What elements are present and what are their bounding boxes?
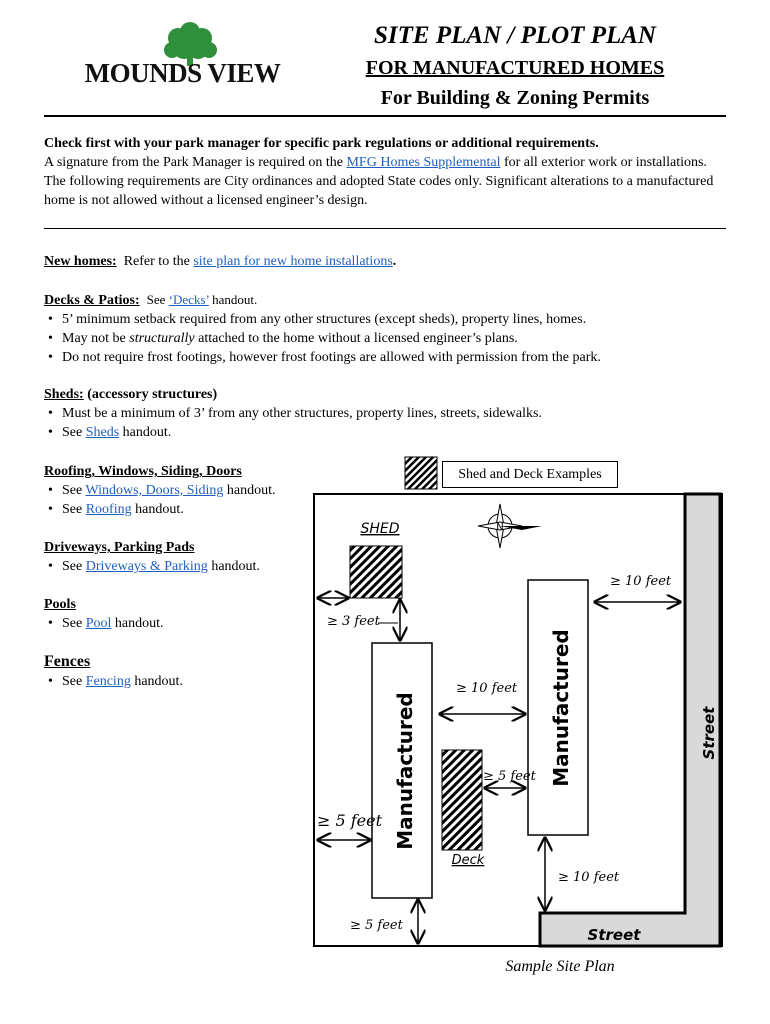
list-item: See Sheds handout. <box>48 423 726 442</box>
page-subtitle: FOR MANUFACTURED HOMES <box>365 57 665 79</box>
deck-block <box>441 749 483 851</box>
dim-label-5-bottom: ≥ 5 feet <box>350 918 404 933</box>
page-title: SITE PLAN / PLOT PLAN <box>374 22 656 49</box>
pools-section: Pools See Pool handout. <box>44 595 314 633</box>
fences-heading: Fences <box>44 653 91 670</box>
intro-text-rest: for all exterior work or installations. … <box>44 155 714 208</box>
dim-label-3: ≥ 3 feet <box>327 614 381 629</box>
roofing-link[interactable]: Roofing <box>85 502 132 517</box>
decks-link[interactable]: ‘Decks’ <box>168 292 209 307</box>
new-homes-section: New homes: Refer to the site plan for ne… <box>44 252 726 271</box>
roofing-section: Roofing, Windows, Siding, Doors See Wind… <box>44 462 314 519</box>
diagram-caption: Sample Site Plan <box>505 958 615 975</box>
shed-label: SHED <box>360 521 399 537</box>
mounds-view-logo: MOUNDS VIEW <box>60 18 305 93</box>
list-item: See Fencing handout. <box>48 672 314 691</box>
dim-label-5-deck: ≥ 5 feet <box>483 769 537 784</box>
dim-label-10-bottom: ≥ 10 feet <box>558 870 620 885</box>
decks-after: handout. <box>208 292 258 307</box>
street-label-vertical: Street <box>700 706 718 760</box>
page-subtitle-2: For Building & Zoning Permits <box>380 87 650 109</box>
driveways-section: Driveways, Parking Pads See Driveways & … <box>44 538 314 576</box>
new-home-site-plan-link[interactable]: site plan for new home installations <box>193 254 393 269</box>
dim-label-10-mid: ≥ 10 feet <box>456 681 518 696</box>
header-rule <box>44 115 726 117</box>
street <box>538 492 722 948</box>
pools-heading: Pools <box>44 597 76 612</box>
manufactured-home-left <box>371 642 433 899</box>
driveways-heading: Driveways, Parking Pads <box>44 540 195 555</box>
list-item: 5’ minimum setback required from any oth… <box>48 310 734 329</box>
list-item: See Windows, Doors, Siding handout. <box>48 481 314 500</box>
fences-section: Fences See Fencing handout. <box>44 652 314 691</box>
mfg-supplemental-link[interactable]: MFG Homes Supplemental <box>346 155 501 170</box>
section-divider <box>44 228 726 229</box>
sheds-section: Sheds: (accessory structures) Must be a … <box>44 385 726 442</box>
roofing-heading: Roofing, Windows, Siding, Doors <box>44 464 242 479</box>
street-label-horizontal: Street <box>588 926 642 944</box>
new-homes-heading: New homes: <box>44 254 117 269</box>
home-label-left: Manufactured <box>393 692 417 849</box>
new-homes-period: . <box>392 254 397 269</box>
driveways-link[interactable]: Driveways & Parking <box>85 559 208 574</box>
list-item: Must be a minimum of 3’ from any other s… <box>48 404 726 423</box>
fencing-link[interactable]: Fencing <box>85 674 131 689</box>
list-item: See Pool handout. <box>48 614 314 633</box>
decks-see: See <box>146 292 169 307</box>
intro-paragraph: Check first with your park manager for s… <box>44 134 726 210</box>
dim-label-10-top: ≥ 10 feet <box>610 574 672 589</box>
new-homes-text: Refer to the <box>123 254 194 269</box>
shed-block <box>349 545 403 599</box>
windows-doors-siding-link[interactable]: Windows, Doors, Siding <box>85 483 224 498</box>
legend-label: Shed and Deck Examples <box>442 461 618 488</box>
sheds-heading: Sheds: <box>44 387 84 402</box>
tree-icon <box>164 22 217 66</box>
sheds-link[interactable]: Sheds <box>85 425 120 440</box>
pool-link[interactable]: Pool <box>85 616 112 631</box>
sheds-sub: (accessory structures) <box>83 387 218 402</box>
decks-heading: Decks & Patios: <box>44 293 140 308</box>
manufactured-home-right <box>527 579 589 836</box>
compass-icon: N <box>477 503 542 549</box>
list-item: May not be structurally attached to the … <box>48 329 734 348</box>
site-plan-diagram: Street Street N SHED Manufactured Manufa… <box>313 492 723 948</box>
compass-label: N <box>496 522 503 533</box>
deck-label: Deck <box>452 853 485 868</box>
dim-label-5-left: ≥ 5 feet <box>317 811 383 830</box>
hatch-swatch <box>404 456 438 490</box>
list-item: Do not require frost footings, however f… <box>48 348 734 367</box>
property-line <box>313 493 723 947</box>
list-item: See Driveways & Parking handout. <box>48 557 314 576</box>
intro-bold-line: Check first with your park manager for s… <box>44 136 599 151</box>
intro-text: A signature from the Park Manager is req… <box>44 155 347 170</box>
home-label-right: Manufactured <box>549 629 573 786</box>
list-item: See Roofing handout. <box>48 500 314 519</box>
decks-section: Decks & Patios: See ‘Decks’ handout. 5’ … <box>44 290 734 367</box>
logo-text: MOUNDS VIEW <box>84 58 281 88</box>
